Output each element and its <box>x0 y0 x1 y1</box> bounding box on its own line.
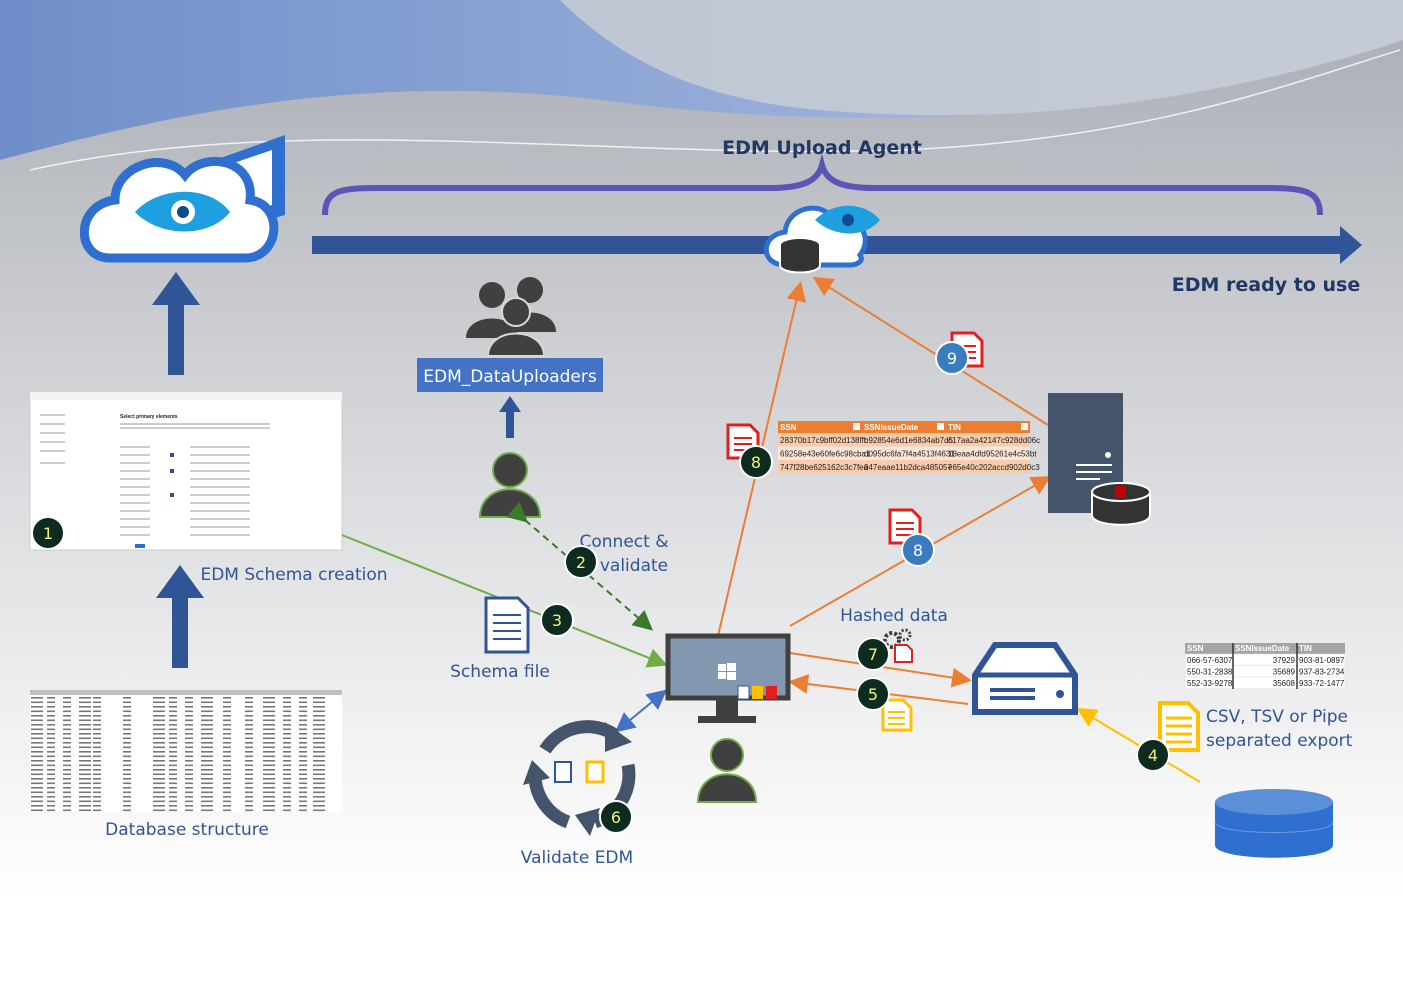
svg-text:8: 8 <box>913 541 923 560</box>
schema-file-icon <box>484 596 530 654</box>
database-structure-label: Database structure <box>105 820 269 840</box>
step-1-badge: 1 <box>31 516 65 550</box>
schema-creation-label: EDM Schema creation <box>200 565 387 585</box>
svg-text:2: 2 <box>576 553 586 572</box>
yellow-document-icon <box>881 698 913 732</box>
table-cell: 35608 <box>1273 679 1296 688</box>
table-header: SSNIssueDate <box>1235 644 1290 653</box>
step-7-badge: 7 <box>856 637 890 671</box>
table-cell: 28370b17c9bff02d138fft <box>780 436 867 445</box>
table-cell: c17aa2a42147c928dd06c <box>948 436 1040 445</box>
table-header: SSN <box>1187 644 1204 653</box>
table-cell: 552-33-9278 <box>1187 679 1233 688</box>
table-cell: 933-72-1477 <box>1299 679 1345 688</box>
svg-text:6: 6 <box>611 808 621 827</box>
storage-device-icon <box>972 642 1078 715</box>
export-label-2: separated export <box>1206 731 1353 751</box>
svg-text:5: 5 <box>868 685 878 704</box>
table-cell: 18eaa4dfd95261e4c53bt <box>948 450 1037 459</box>
step-4-badge: 4 <box>1136 738 1170 772</box>
svg-text:9: 9 <box>947 349 957 368</box>
table-cell: 747f28be625162c3c7fea <box>780 463 869 472</box>
computer-icon <box>665 633 791 723</box>
schema-file-label: Schema file <box>450 662 550 682</box>
step-2-badge: 2 <box>564 545 598 579</box>
table-cell: 903-81-0897 <box>1299 656 1345 665</box>
table-header: TIN <box>1299 644 1312 653</box>
users-group-icon <box>466 277 556 357</box>
svg-text:4: 4 <box>1148 746 1158 765</box>
step-6-badge: 6 <box>599 800 633 834</box>
table-cell: 066-57-6307 <box>1187 656 1233 665</box>
table-header: SSNIssueDate <box>864 423 919 432</box>
step-5-badge: 5 <box>856 677 890 711</box>
table-header: SSN <box>780 423 797 432</box>
table-cell: b92854e6d1e6834ab7d5 <box>864 436 954 445</box>
validate-edm-label: Validate EDM <box>521 848 633 868</box>
connect-label-1: Connect & <box>580 532 669 552</box>
ready-label: EDM ready to use <box>1172 274 1360 296</box>
up-arrow-small <box>499 396 521 438</box>
server-icon <box>1048 393 1151 526</box>
svg-text:3: 3 <box>552 611 562 630</box>
hashed-data-label: Hashed data <box>840 606 948 626</box>
table-cell: d095dc6fa7f4a4513f4631 <box>864 450 955 459</box>
user-icon <box>696 738 758 803</box>
svg-text:Select primary elements: Select primary elements <box>120 414 178 420</box>
cloud-eye-icon <box>79 135 285 263</box>
table-cell: 047eaae11b2dca485057 <box>864 463 952 472</box>
hashed-data-table: SSN SSNIssueDate TIN 28370b17c9bff02d138fft… <box>778 421 1040 474</box>
orange-line <box>812 276 1049 426</box>
step-8-badge: 8 <box>901 533 935 567</box>
step-8-badge: 8 <box>739 445 773 479</box>
svg-text:1: 1 <box>43 524 53 543</box>
upload-agent-icon <box>763 205 880 274</box>
database-icon <box>1214 789 1334 858</box>
yellow-document-icon <box>1158 701 1200 752</box>
connect-validate-line <box>506 501 654 631</box>
up-arrow <box>152 272 200 375</box>
table-cell: 35689 <box>1273 668 1296 677</box>
table-cell: e65e40c202accd902d0c3 <box>948 463 1040 472</box>
step-3-badge: 3 <box>540 603 574 637</box>
hashing-gear-icon <box>883 628 913 663</box>
table-header: TIN <box>948 423 961 432</box>
step-9-badge: 9 <box>935 341 969 375</box>
uploaders-label: EDM_DataUploaders <box>423 367 597 387</box>
svg-text:7: 7 <box>868 645 878 664</box>
upload-agent-label: EDM Upload Agent <box>722 137 922 159</box>
table-cell: 37929 <box>1273 656 1296 665</box>
upload-agent-brace <box>322 153 1323 216</box>
up-arrow <box>156 565 204 668</box>
uploaders-group-box <box>417 358 603 392</box>
table-cell: 69258e43e60fe6c98cba1 <box>780 450 871 459</box>
svg-text:8: 8 <box>751 453 761 472</box>
schema-screenshot: Select primary elements <box>29 391 343 551</box>
table-cell: 550-31-2838 <box>1187 668 1233 677</box>
table-cell: 937-83-2734 <box>1299 668 1345 677</box>
export-label-1: CSV, TSV or Pipe <box>1206 707 1348 727</box>
database-structure-table <box>30 690 342 812</box>
connect-label-2: validate <box>600 556 668 576</box>
validate-line <box>614 689 668 733</box>
